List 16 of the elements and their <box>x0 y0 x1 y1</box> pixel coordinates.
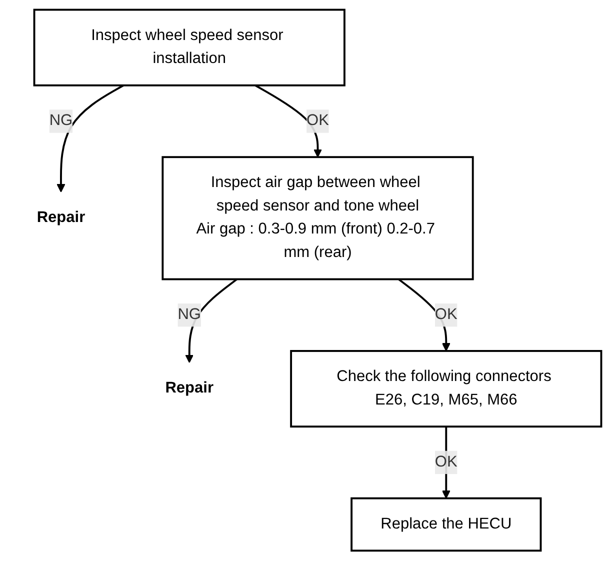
edge-label: NG <box>178 306 201 324</box>
edge-label: NG <box>49 112 73 130</box>
edge-label: OK <box>306 112 329 130</box>
arrow <box>56 84 124 193</box>
arrow <box>398 278 450 352</box>
node-box: Replace the HECU <box>350 498 542 552</box>
node-text: Repair <box>165 380 214 397</box>
arrow <box>254 84 322 158</box>
node-text: Repair <box>36 210 86 226</box>
node-box: Inspect air gap between wheel speed sensor and tone wheel Air gap : 0.3-0.9 mm (front) 0.2-0.7 mm (rear) <box>162 156 474 280</box>
arrow <box>442 426 450 499</box>
edge-label: OK <box>434 454 458 470</box>
edge-label: OK <box>434 306 458 324</box>
arrow <box>185 278 238 364</box>
node-box: Inspect wheel speed sensor installation <box>33 9 346 87</box>
node-box: Check the following connectors E26, C19, M65, M66 <box>290 350 602 428</box>
